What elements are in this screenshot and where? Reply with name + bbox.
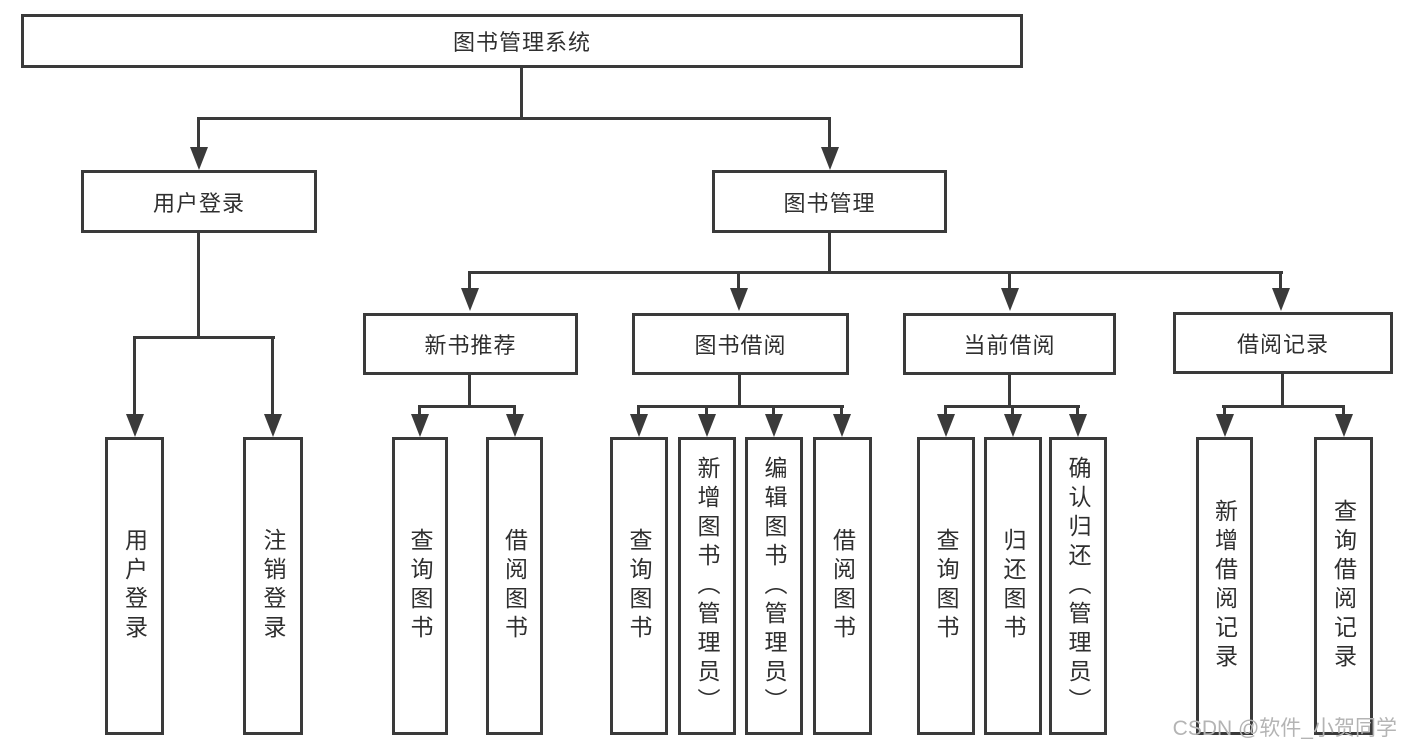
connector-line: [197, 233, 200, 339]
arrow-down-icon: [1223, 405, 1226, 414]
leaf-query-borrow-record: 查询借阅记录: [1314, 437, 1373, 735]
arrow-down-icon: [772, 405, 775, 414]
leaf-confirm-return-admin: 确认归还（管理员）: [1049, 437, 1107, 735]
node-borrow-records: 借阅记录: [1173, 312, 1393, 374]
leaf-add-book-admin: 新增图书（管理员）: [678, 437, 736, 735]
arrow-down-icon: [418, 405, 421, 414]
connector-line: [637, 405, 844, 408]
arrow-down-icon: [1008, 271, 1011, 288]
leaf-query-books-borrow: 查询图书: [610, 437, 668, 735]
node-user-login: 用户登录: [81, 170, 317, 233]
arrow-down-icon: [737, 271, 740, 288]
leaf-user-login: 用户登录: [105, 437, 164, 735]
arrow-down-icon: [1011, 405, 1014, 414]
arrow-down-icon: [1279, 271, 1282, 288]
connector-line: [1281, 374, 1284, 408]
leaf-query-books-current: 查询图书: [917, 437, 975, 735]
leaf-borrow-books-recommend: 借阅图书: [486, 437, 543, 735]
arrow-down-icon: [271, 336, 274, 414]
leaf-add-borrow-record: 新增借阅记录: [1196, 437, 1253, 735]
arrow-down-icon: [944, 405, 947, 414]
arrow-down-icon: [637, 405, 640, 414]
connector-line: [468, 375, 471, 408]
leaf-return-book: 归还图书: [984, 437, 1042, 735]
arrow-down-icon: [840, 405, 843, 414]
connector-line: [468, 271, 1283, 274]
node-book-management: 图书管理: [712, 170, 947, 233]
arrow-down-icon: [133, 336, 136, 414]
arrow-down-icon: [513, 405, 516, 414]
node-book-borrow: 图书借阅: [632, 313, 849, 375]
node-current-borrow: 当前借阅: [903, 313, 1116, 375]
csdn-watermark: CSDN @软件_小贺同学: [1172, 717, 1397, 740]
arrow-down-icon: [468, 271, 471, 288]
arrow-down-icon: [1076, 405, 1079, 414]
connector-line: [738, 375, 741, 408]
node-root: 图书管理系统: [21, 14, 1023, 68]
arrow-down-icon: [828, 117, 831, 147]
connector-line: [1008, 375, 1011, 408]
connector-line: [1222, 405, 1345, 408]
connector-line: [197, 117, 831, 120]
node-new-book-recommend: 新书推荐: [363, 313, 578, 375]
connector-line: [133, 336, 275, 339]
leaf-edit-book-admin: 编辑图书（管理员）: [745, 437, 803, 735]
connector-line: [418, 405, 516, 408]
leaf-query-books-recommend: 查询图书: [392, 437, 448, 735]
arrow-down-icon: [705, 405, 708, 414]
connector-line: [520, 68, 523, 120]
arrow-down-icon: [1342, 405, 1345, 414]
leaf-borrow-books-borrow: 借阅图书: [813, 437, 872, 735]
arrow-down-icon: [197, 117, 200, 147]
leaf-logout: 注销登录: [243, 437, 303, 735]
connector-line: [828, 233, 831, 274]
